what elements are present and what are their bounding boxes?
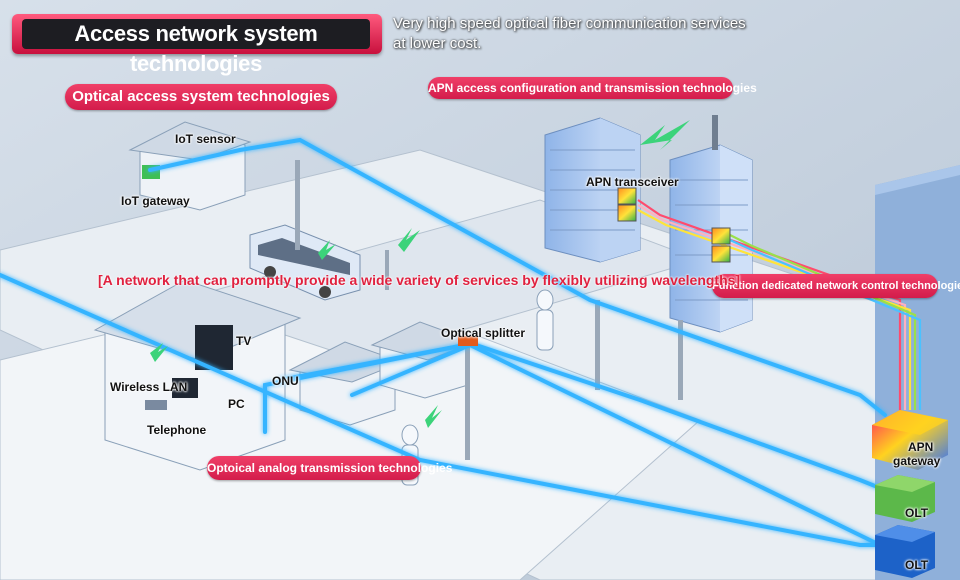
label-wireless-lan: Wireless LAN <box>110 380 188 394</box>
label-optical-access-technologies: Optical access system technologies <box>65 84 337 110</box>
label-iot-gateway: IoT gateway <box>121 194 190 208</box>
apn-transceiver-boxes <box>617 187 731 263</box>
label-tv: TV <box>236 334 252 348</box>
page-title: Access network system technologies <box>22 19 370 76</box>
wireless-signal-icon <box>150 120 690 428</box>
label-optical-analog-transmission: Optoical analog transmission technologie… <box>207 456 452 480</box>
subtitle-line-2: at lower cost. <box>393 35 482 52</box>
olt-icon <box>875 475 935 578</box>
label-olt-blue: OLT <box>905 558 929 572</box>
label-telephone: Telephone <box>147 423 207 437</box>
optical-splitter-icon <box>458 336 478 346</box>
label-apn-transceiver: APN transceiver <box>586 175 679 189</box>
label-apn-gateway-line-1: APN <box>908 440 934 454</box>
wavelength-lines <box>637 199 922 410</box>
label-iot-sensor: IoT sensor <box>175 132 236 146</box>
headline-statement: [A network that can promptly provide a w… <box>98 272 741 288</box>
utility-pole-icon <box>295 160 683 460</box>
title-badge: Access network system technologies <box>12 14 382 76</box>
house-icon <box>128 121 252 211</box>
label-apn-gateway-line-2: gateway <box>893 454 941 468</box>
apn-gateway-icon <box>872 410 948 470</box>
label-pc: PC <box>228 397 245 411</box>
label-function-dedicated-network: Function dedicated network control techn… <box>712 274 960 298</box>
label-olt-green: OLT <box>905 506 929 520</box>
label-onu: ONU <box>272 374 299 388</box>
label-apn-access-technologies: APN access configuration and transmissio… <box>428 77 757 99</box>
subtitle: Very high speed optical fiber communicat… <box>393 14 746 54</box>
label-optical-splitter: Optical splitter <box>441 326 526 340</box>
subtitle-line-1: Very high speed optical fiber communicat… <box>393 15 746 32</box>
bus-icon <box>249 224 361 301</box>
